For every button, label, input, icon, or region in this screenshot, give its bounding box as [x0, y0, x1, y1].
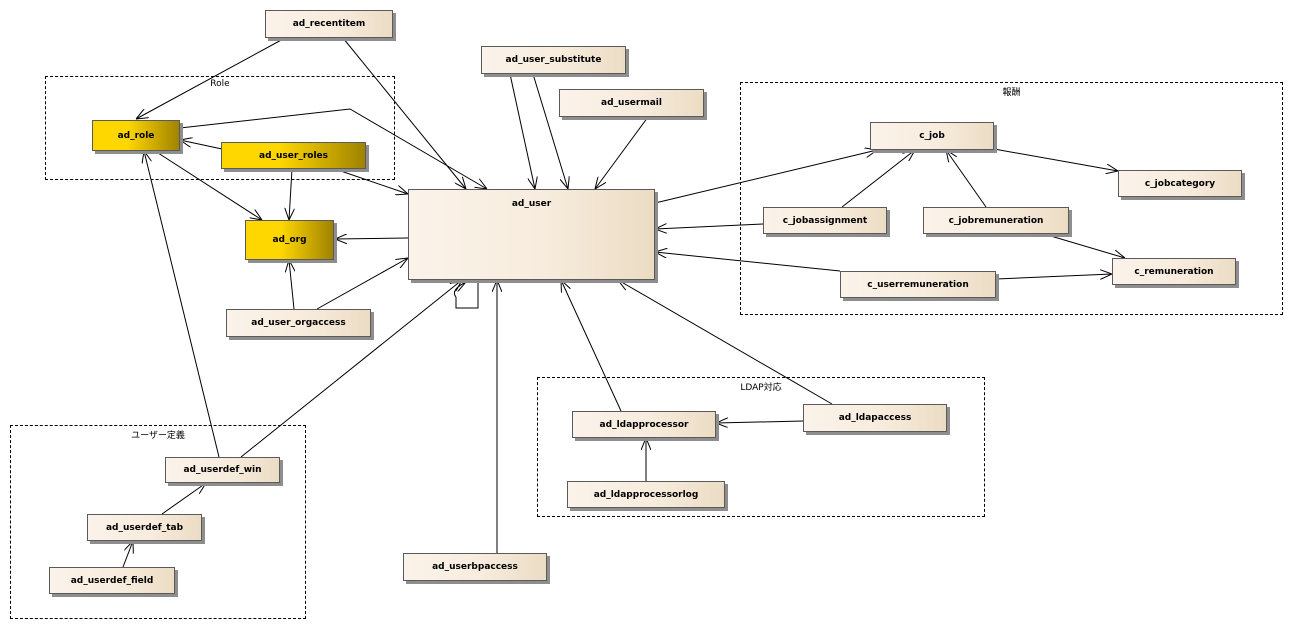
- group-ldap: LDAP対応: [537, 377, 985, 517]
- edge-usermail-user: [595, 116, 649, 189]
- entity-ad_user[interactable]: ad_user: [408, 189, 655, 280]
- edge-userroles-role: [180, 140, 223, 150]
- entity-ad_role[interactable]: ad_role: [92, 120, 180, 151]
- edge-role-user: [179, 108, 487, 189]
- entity-label: ad_org: [272, 235, 307, 245]
- entity-label: c_jobcategory: [1144, 178, 1216, 189]
- entity-label: ad_ldapprocessor: [599, 419, 689, 430]
- entity-label: c_job: [919, 131, 945, 141]
- entity-c_jobcategory[interactable]: c_jobcategory: [1118, 170, 1242, 197]
- edge-substitute-user-1: [509, 73, 535, 189]
- edge-orgaccess-user: [316, 258, 408, 310]
- edge-jobremuneration-remuneration: [1043, 233, 1125, 258]
- entity-c_remuneration[interactable]: c_remuneration: [1112, 258, 1236, 285]
- group-reward: 報酬: [740, 82, 1283, 315]
- entity-label: ad_ldapprocessorlog: [593, 489, 699, 500]
- entity-ad_userdef_win[interactable]: ad_userdef_win: [165, 457, 280, 483]
- edge-recentitem-user: [342, 37, 466, 189]
- entity-ad_user_substitute[interactable]: ad_user_substitute: [481, 46, 626, 74]
- group-userdef-label: ユーザー定義: [131, 431, 185, 441]
- entity-ad_userbpaccess[interactable]: ad_userbpaccess: [403, 553, 547, 581]
- entity-label: c_remuneration: [1134, 266, 1214, 277]
- entity-label: ad_ldapaccess: [838, 413, 912, 423]
- edge-userremuneration-remuneration: [995, 274, 1112, 279]
- entity-label: ad_userdef_field: [70, 575, 154, 586]
- edge-userdefwin-user: [240, 280, 462, 458]
- entity-label: ad_userbpaccess: [432, 562, 518, 572]
- edge-jobassignment-user: [655, 224, 764, 229]
- group-userdef: ユーザー定義: [10, 425, 306, 619]
- edge-jobremuneration-job: [946, 150, 987, 208]
- group-role: Role: [45, 76, 395, 180]
- entity-label: ad_userdef_tab: [105, 522, 184, 533]
- entity-ad_ldapprocessorlog[interactable]: ad_ldapprocessorlog: [567, 481, 725, 508]
- entity-label: ad_user: [511, 199, 552, 209]
- entity-label: ad_user_substitute: [505, 55, 602, 65]
- entity-ad_recentitem[interactable]: ad_recentitem: [265, 10, 393, 38]
- edge-userroles-org: [289, 168, 292, 220]
- entity-label: ad_recentitem: [292, 19, 366, 29]
- edge-job-jobcategory: [993, 148, 1118, 171]
- entity-ad_ldapprocessor[interactable]: ad_ldapprocessor: [572, 411, 716, 438]
- entity-label: ad_user_orgaccess: [251, 318, 346, 328]
- entity-label: ad_usermail: [601, 98, 662, 108]
- edge-userroles-user: [334, 168, 408, 194]
- entity-label: c_jobremuneration: [948, 215, 1044, 226]
- edge-user-org: [335, 238, 409, 239]
- entity-label: c_userremuneration: [867, 279, 969, 290]
- entity-c_jobremuneration[interactable]: c_jobremuneration: [923, 207, 1069, 234]
- edge-userdeffield-userdeftab: [122, 541, 133, 568]
- group-role-label: Role: [210, 79, 230, 89]
- entity-ad_userdef_tab[interactable]: ad_userdef_tab: [87, 514, 202, 541]
- edge-user-job: [654, 150, 877, 204]
- entity-ad_org[interactable]: ad_org: [245, 220, 334, 260]
- entity-label: c_jobassignment: [782, 215, 868, 226]
- group-ldap-label: LDAP対応: [740, 383, 782, 393]
- entity-ad_ldapaccess[interactable]: ad_ldapaccess: [803, 404, 947, 432]
- edge-userdefwin-role: [144, 151, 220, 458]
- edge-jobassignment-job: [841, 150, 915, 208]
- edge-userdeftab-userdefwin: [161, 483, 206, 515]
- edge-ldapaccess-ldapprocessor: [716, 421, 804, 423]
- edge-ldapprocessor-user: [561, 280, 622, 412]
- edge-role-org: [154, 150, 262, 220]
- edge-ad_user-self: [455, 280, 479, 309]
- edge-recentitem-role: [136, 37, 286, 119]
- entity-c_userremuneration[interactable]: c_userremuneration: [840, 271, 996, 298]
- edge-orgaccess-org: [289, 260, 294, 310]
- entity-c_jobassignment[interactable]: c_jobassignment: [763, 207, 887, 234]
- edge-ldapaccess-user: [618, 280, 833, 405]
- entity-c_job[interactable]: c_job: [870, 122, 994, 150]
- edge-substitute-user-2: [532, 73, 568, 189]
- entity-ad_userdef_field[interactable]: ad_userdef_field: [49, 567, 175, 594]
- entity-ad_user_orgaccess[interactable]: ad_user_orgaccess: [226, 309, 371, 337]
- entity-ad_user_roles[interactable]: ad_user_roles: [221, 142, 366, 169]
- entity-label: ad_role: [117, 130, 155, 141]
- entity-label: ad_user_roles: [259, 150, 328, 161]
- group-reward-label: 報酬: [1002, 88, 1021, 98]
- entity-label: ad_userdef_win: [183, 465, 262, 475]
- entity-ad_usermail[interactable]: ad_usermail: [559, 89, 704, 117]
- edge-userremuneration-user: [655, 252, 841, 272]
